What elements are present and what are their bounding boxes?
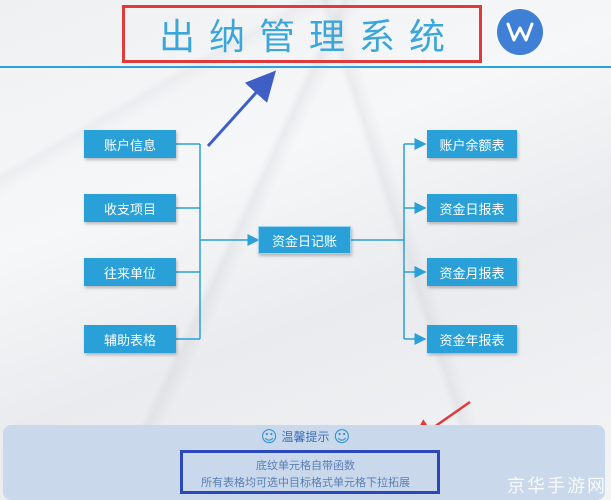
node-monthly-report[interactable]: 资金月报表: [427, 258, 517, 286]
tips-heading: ☺ 温馨提示 ☺: [0, 427, 611, 446]
wps-logo-icon[interactable]: [497, 9, 543, 55]
tip-line-2: 所有表格均可选中目标格式单元格下拉拓展: [201, 476, 410, 489]
app-title: 出纳管理系统: [158, 17, 459, 58]
smile-icon: ☺: [260, 427, 278, 446]
node-daily-report[interactable]: 资金日报表: [427, 194, 517, 222]
node-auxiliary-tables[interactable]: 辅助表格: [84, 325, 176, 353]
w-letter-icon: [506, 22, 534, 42]
node-account-balance-report[interactable]: 账户余额表: [427, 130, 517, 158]
tips-highlight-box: [180, 450, 440, 494]
node-account-info[interactable]: 账户信息: [84, 130, 176, 158]
node-income-expense-items[interactable]: 收支项目: [84, 194, 176, 222]
node-counterparties[interactable]: 往来单位: [84, 258, 176, 286]
watermark: 京华手游网: [507, 476, 607, 497]
tips-heading-text: 温馨提示: [281, 430, 330, 444]
tips-panel: [3, 425, 605, 500]
header-divider: [0, 66, 611, 68]
tip-line-1: 底纹单元格自带函数: [256, 459, 355, 472]
node-cash-journal[interactable]: 资金日记账: [258, 226, 351, 254]
smile-icon: ☺: [333, 427, 351, 446]
node-annual-report[interactable]: 资金年报表: [427, 325, 517, 353]
title-highlight-box: 出纳管理系统: [122, 5, 482, 63]
